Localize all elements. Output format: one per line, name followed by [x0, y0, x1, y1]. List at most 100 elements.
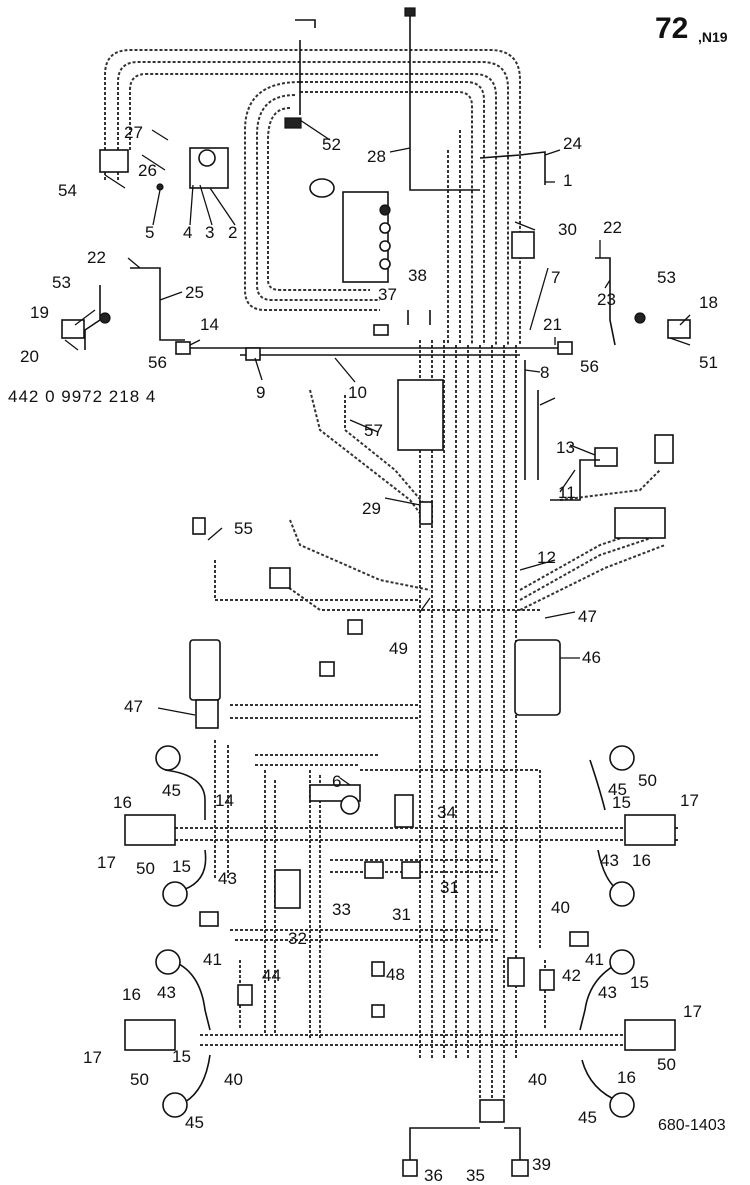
- callout-45-fl: 45: [162, 781, 181, 800]
- valve-35b: [479, 1099, 505, 1123]
- valve-cluster-12: [614, 507, 666, 539]
- valve-port-icon: [379, 204, 391, 216]
- callout-18: 18: [699, 293, 718, 312]
- valve-37: [373, 324, 389, 336]
- callout-44: 44: [262, 966, 281, 985]
- callout-5: 5: [145, 223, 154, 242]
- line-53: [84, 285, 101, 350]
- callout-40-left: 40: [224, 1070, 243, 1089]
- valve-6b: [340, 795, 360, 815]
- callout-26: 26: [138, 161, 157, 180]
- callout-50-rl: 50: [130, 1070, 149, 1089]
- wheel-marker: [162, 881, 188, 907]
- components: [61, 7, 691, 1177]
- valve-41-left: [199, 911, 219, 927]
- callout-29: 29: [362, 499, 381, 518]
- callout-47-right: 47: [578, 607, 597, 626]
- callout-43-fl: 43: [218, 869, 237, 888]
- callout-50-fl: 50: [136, 859, 155, 878]
- callout-19: 19: [30, 303, 49, 322]
- valve-42: [539, 969, 555, 991]
- valve-port-icon: [99, 312, 111, 324]
- callout-42: 42: [562, 966, 581, 985]
- callout-8: 8: [540, 363, 549, 382]
- valve-port-icon: [379, 240, 391, 252]
- callout-15-rl: 15: [172, 1047, 191, 1066]
- reservoir-46: [514, 639, 561, 716]
- callout-55: 55: [234, 519, 253, 538]
- wheel-marker: [162, 1092, 188, 1118]
- fittings-38: [407, 310, 431, 325]
- callout-37: 37: [378, 285, 397, 304]
- fitting-48b: [371, 1004, 385, 1018]
- callout-15-rr: 15: [630, 973, 649, 992]
- line-8: [524, 360, 539, 480]
- valve-11: [654, 434, 674, 464]
- fitting-29: [419, 501, 433, 525]
- part-number: 442 0 9972 218 4: [8, 387, 156, 406]
- wheel-marker: [155, 949, 181, 975]
- page-suffix: ,N19: [698, 29, 728, 45]
- callout-51: 51: [699, 353, 718, 372]
- callout-56-right: 56: [580, 357, 599, 376]
- callout-15-fl: 15: [172, 857, 191, 876]
- callout-27: 27: [124, 123, 143, 142]
- callout-56-left: 56: [148, 353, 167, 372]
- coil-30: [511, 231, 535, 259]
- callout-9: 9: [256, 383, 265, 402]
- callout-45-rl: 45: [185, 1113, 204, 1132]
- fitting-52: [284, 117, 302, 129]
- callout-57: 57: [364, 421, 383, 440]
- fitting-21: [557, 341, 573, 355]
- callout-43-rr: 43: [598, 983, 617, 1002]
- callout-35: 35: [466, 1166, 485, 1185]
- callout-20: 20: [20, 347, 39, 366]
- callout-17-fl: 17: [97, 853, 116, 872]
- callout-28: 28: [367, 147, 386, 166]
- callout-45-rr: 45: [578, 1108, 597, 1127]
- valve-31b: [401, 861, 421, 879]
- wheel-marker: [609, 881, 635, 907]
- callout-50-fr: 50: [638, 771, 657, 790]
- valve-44: [237, 984, 253, 1006]
- wheel-marker: [609, 745, 635, 771]
- fitting-49: [347, 619, 363, 635]
- callout-41-right: 41: [585, 950, 604, 969]
- page-number: 72: [655, 12, 688, 45]
- reservoir-57: [397, 379, 444, 451]
- wheel-marker: [609, 949, 635, 975]
- callout-43-rl: 43: [157, 983, 176, 1002]
- callout-23: 23: [597, 290, 616, 309]
- callout-41-left: 41: [203, 950, 222, 969]
- callout-2: 2: [228, 223, 237, 242]
- callout-24: 24: [563, 134, 582, 153]
- callout-31-left: 31: [392, 905, 411, 924]
- callout-54: 54: [58, 181, 77, 200]
- callouts: 1 2 3 4 5 6 7 8 9 10 11 12 13 14 14 15 1…: [20, 123, 718, 1185]
- reservoir-47: [189, 639, 221, 701]
- callout-14-top: 14: [200, 315, 219, 334]
- callout-53-right: 53: [657, 268, 676, 287]
- callout-16-fl: 16: [113, 793, 132, 812]
- line-24: [479, 151, 546, 185]
- callout-34: 34: [437, 803, 456, 822]
- callout-38: 38: [408, 266, 427, 285]
- valve-31a: [364, 861, 384, 879]
- callout-33: 33: [332, 900, 351, 919]
- callout-1: 1: [563, 171, 572, 190]
- callout-17-rl: 17: [83, 1048, 102, 1067]
- callout-40-right: 40: [528, 1070, 547, 1089]
- callout-22-right: 22: [603, 218, 622, 237]
- callout-30: 30: [558, 220, 577, 239]
- callout-14-mid: 14: [215, 791, 234, 810]
- callout-16-fr: 16: [632, 851, 651, 870]
- callout-36: 36: [424, 1166, 443, 1185]
- callout-16-rl: 16: [122, 985, 141, 1004]
- callout-43-fr: 43: [600, 851, 619, 870]
- valve-34: [394, 794, 414, 828]
- callout-7: 7: [551, 268, 560, 287]
- valve-port-icon: [198, 149, 216, 167]
- callout-16-rr: 16: [617, 1068, 636, 1087]
- callout-3: 3: [205, 223, 214, 242]
